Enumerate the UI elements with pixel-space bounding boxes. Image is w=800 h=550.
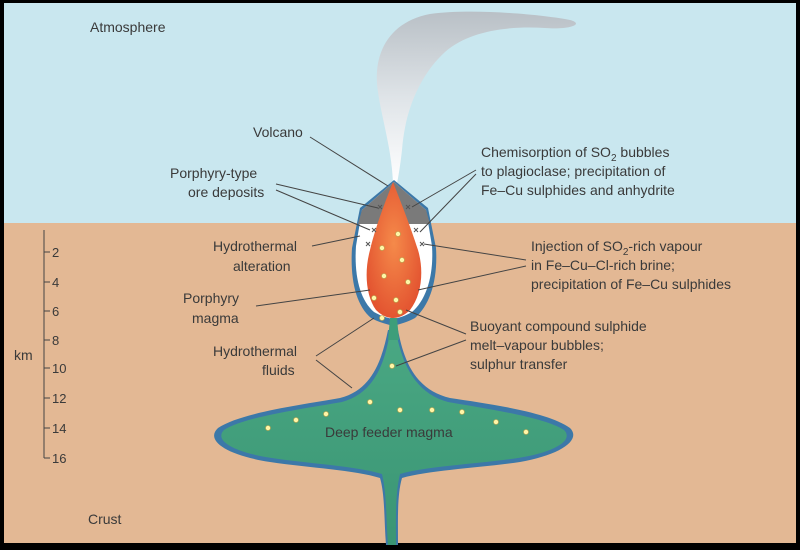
chemisorption-label-3: Fe–Cu sulphides and anhydrite bbox=[481, 182, 675, 198]
chemisorption-text-1b: bubbles bbox=[617, 144, 670, 160]
injection-text-1b: -rich vapour bbox=[628, 238, 702, 254]
depth-tick-16: 16 bbox=[52, 451, 66, 466]
porphyry-magma-label-2: magma bbox=[192, 310, 239, 326]
buoyant-label-2: melt–vapour bubbles; bbox=[470, 337, 604, 353]
ore-deposit-marks bbox=[365, 204, 425, 247]
depth-tick-14: 14 bbox=[52, 421, 66, 436]
porphyry-magma-label-1: Porphyry bbox=[183, 290, 239, 306]
crust-label: Crust bbox=[88, 511, 122, 527]
buoyant-label-3: sulphur transfer bbox=[470, 356, 568, 372]
injection-label-3: precipitation of Fe–Cu sulphides bbox=[531, 276, 731, 292]
hydrothermal-alteration-label-2: alteration bbox=[233, 258, 291, 274]
sulphide-bubbles bbox=[265, 231, 529, 435]
chemisorption-text-1a: Chemisorption of SO bbox=[481, 144, 611, 160]
depth-axis-unit: km bbox=[14, 347, 33, 363]
injection-label-1: Injection of SO2-rich vapour bbox=[531, 238, 703, 258]
depth-axis bbox=[43, 230, 50, 459]
deep-feeder-magma-label: Deep feeder magma bbox=[325, 424, 453, 440]
depth-tick-4: 4 bbox=[52, 275, 59, 290]
feeder-magma bbox=[221, 332, 567, 545]
depth-tick-8: 8 bbox=[52, 333, 59, 348]
hydrothermal-alteration-label-1: Hydrothermal bbox=[213, 238, 297, 254]
volcanic-plume bbox=[376, 11, 576, 184]
chemisorption-sub: 2 bbox=[611, 153, 617, 164]
depth-tick-10: 10 bbox=[52, 361, 66, 376]
injection-label-2: in Fe–Cu–Cl-rich brine; bbox=[531, 257, 675, 273]
leader-lines bbox=[255, 136, 527, 389]
hydrothermal-fluids-label-2: fluids bbox=[262, 362, 295, 378]
chemisorption-label-2: to plagioclase; precipitation of bbox=[481, 163, 666, 179]
porphyry-deposits-label-1: Porphyry-type bbox=[170, 165, 257, 181]
injection-text-1a: Injection of SO bbox=[531, 238, 623, 254]
volcano-label: Volcano bbox=[253, 124, 303, 140]
depth-tick-6: 6 bbox=[52, 304, 59, 319]
atmosphere-label: Atmosphere bbox=[90, 19, 166, 35]
depth-tick-2: 2 bbox=[52, 245, 59, 260]
depth-tick-12: 12 bbox=[52, 391, 66, 406]
porphyry-deposits-label-2: ore deposits bbox=[188, 184, 264, 200]
hydrothermal-fluids-label-1: Hydrothermal bbox=[213, 343, 297, 359]
magma-conduit bbox=[388, 318, 399, 340]
chemisorption-label-1: Chemisorption of SO2 bubbles bbox=[481, 144, 669, 164]
buoyant-label-1: Buoyant compound sulphide bbox=[470, 318, 647, 334]
injection-sub: 2 bbox=[623, 247, 629, 258]
